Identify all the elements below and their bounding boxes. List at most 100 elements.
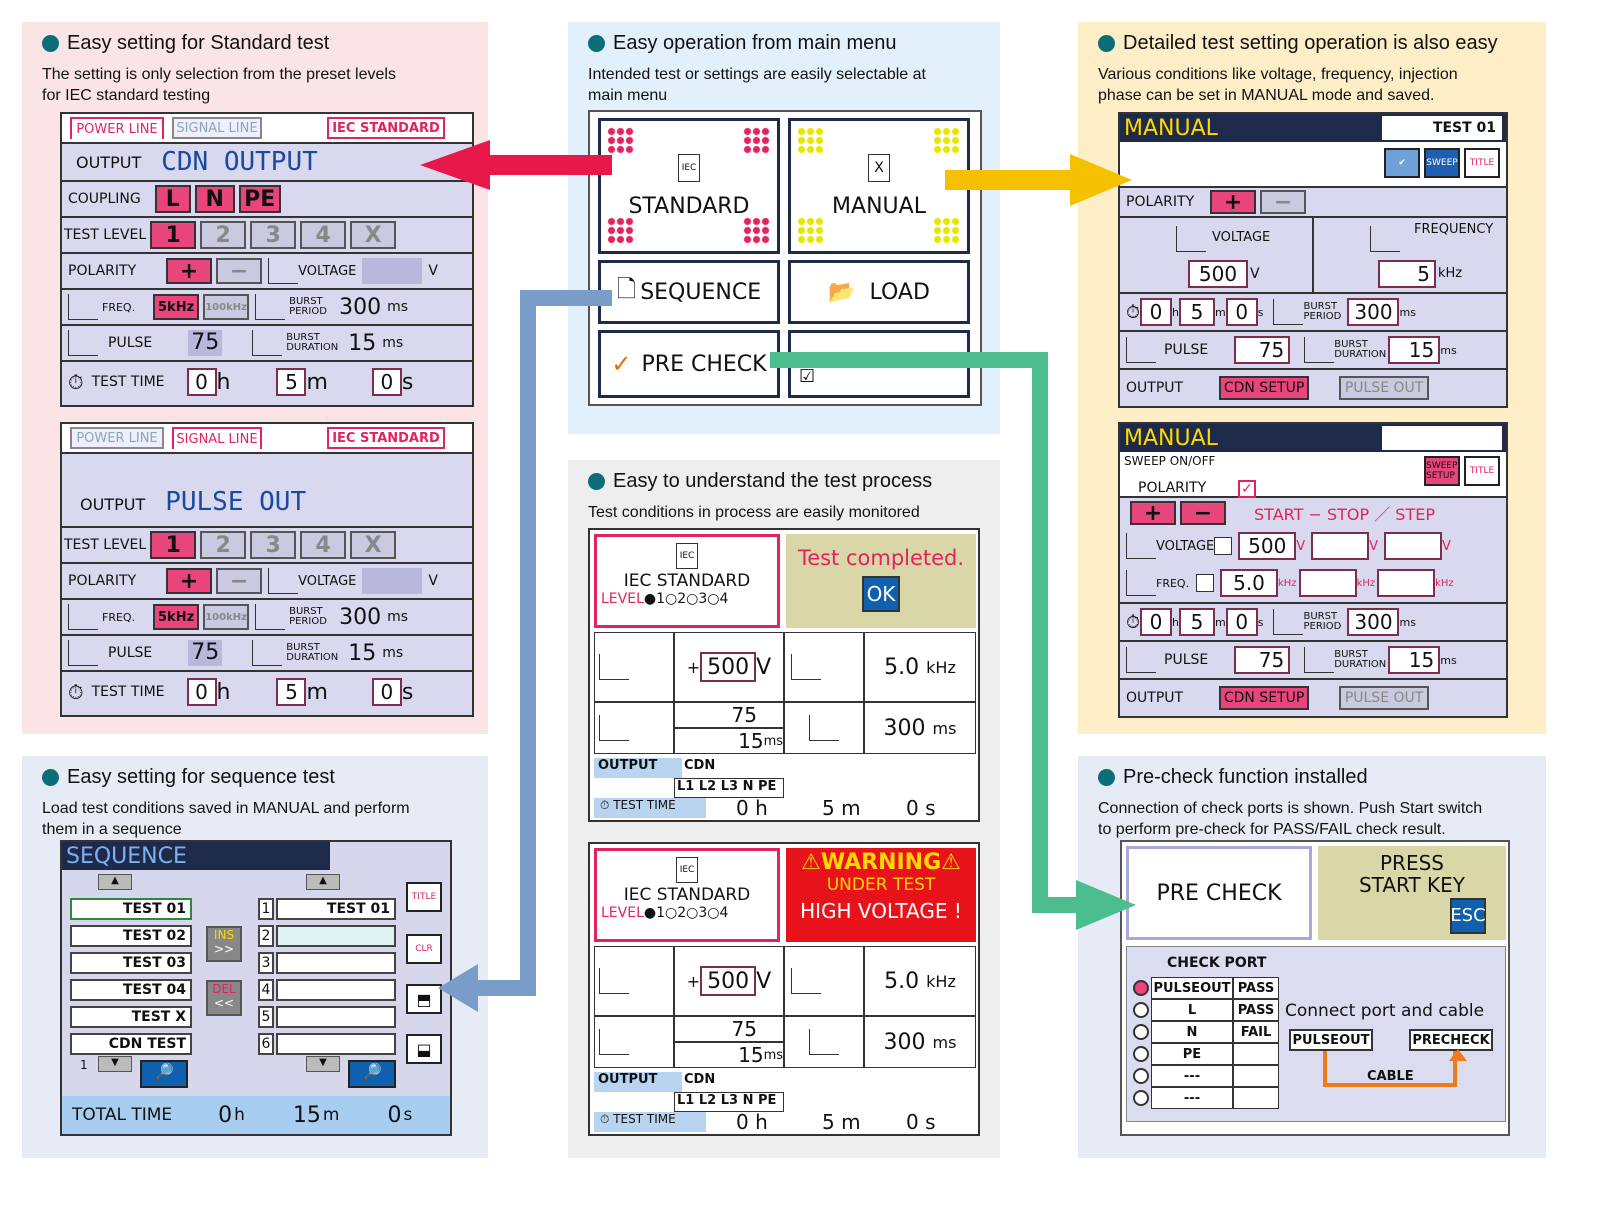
coupling-n-button[interactable]: N bbox=[194, 185, 235, 213]
level-3-button[interactable]: 3 bbox=[250, 531, 297, 559]
polarity-minus-button[interactable]: − bbox=[1180, 501, 1226, 526]
title-button[interactable]: TITLE bbox=[1464, 148, 1500, 178]
hours-field[interactable]: 0 bbox=[1140, 298, 1173, 326]
sequence-test-item[interactable]: TEST 02 bbox=[70, 925, 192, 947]
test-name-field[interactable] bbox=[1382, 426, 1502, 450]
standard-button[interactable]: IEC STANDARD bbox=[598, 118, 780, 254]
load-button[interactable]: 📂LOAD bbox=[788, 260, 970, 324]
move-down-button[interactable]: ⬓ bbox=[406, 1034, 442, 1064]
level-4-button[interactable]: 4 bbox=[300, 221, 347, 249]
polarity-plus-button[interactable]: + bbox=[166, 568, 213, 594]
sequence-test-item[interactable]: TEST 03 bbox=[70, 952, 192, 974]
freq-100khz-button[interactable]: 100kHz bbox=[203, 294, 250, 320]
freq-100khz-button[interactable]: 100kHz bbox=[203, 604, 250, 630]
insert-button[interactable]: INS>> bbox=[206, 926, 242, 962]
seconds-field[interactable]: 0 bbox=[371, 368, 402, 396]
polarity-minus-button[interactable]: − bbox=[216, 568, 263, 594]
minutes-field[interactable]: 5 bbox=[276, 678, 307, 706]
scroll-down-button[interactable]: ▼ bbox=[98, 1056, 132, 1072]
hours-field[interactable]: 0 bbox=[1140, 608, 1173, 636]
sequence-slot[interactable] bbox=[276, 952, 396, 974]
sweep-checkbox[interactable]: ✓ bbox=[1238, 480, 1256, 498]
level-1-button[interactable]: 1 bbox=[150, 221, 197, 249]
voltage-sweep-checkbox[interactable] bbox=[1214, 537, 1233, 555]
sequence-test-item[interactable]: TEST 01 bbox=[70, 898, 192, 920]
coupling-pe-button[interactable]: PE bbox=[238, 185, 281, 213]
sweep-button[interactable]: SWEEP bbox=[1424, 148, 1460, 178]
pulse-out-button[interactable]: PULSE OUT bbox=[1339, 376, 1430, 400]
burst-duration-field[interactable]: 15 bbox=[1388, 336, 1441, 364]
title-button[interactable]: TITLE bbox=[1464, 456, 1500, 486]
level-3-button[interactable]: 3 bbox=[250, 221, 297, 249]
port-radio[interactable] bbox=[1133, 1068, 1149, 1084]
polarity-plus-button[interactable]: + bbox=[1130, 501, 1176, 526]
burst-period-field[interactable]: 300 bbox=[1347, 298, 1400, 326]
minutes-field[interactable]: 5 bbox=[1179, 298, 1216, 326]
level-2-button[interactable]: 2 bbox=[200, 531, 247, 559]
level-1-button[interactable]: 1 bbox=[150, 531, 197, 559]
tab-power-line[interactable]: POWER LINE bbox=[70, 117, 164, 139]
ok-button[interactable]: OK bbox=[862, 576, 900, 612]
start-voltage-field[interactable]: 500 bbox=[1238, 532, 1297, 560]
voltage-field[interactable] bbox=[362, 568, 423, 594]
voltage-field[interactable] bbox=[362, 258, 423, 284]
hours-field[interactable]: 0 bbox=[186, 368, 217, 396]
level-4-button[interactable]: 4 bbox=[300, 531, 347, 559]
level-2-button[interactable]: 2 bbox=[200, 221, 247, 249]
seconds-field[interactable]: 0 bbox=[1225, 298, 1258, 326]
sequence-slot[interactable] bbox=[276, 925, 396, 947]
voltage-field[interactable]: 500 bbox=[1188, 260, 1248, 288]
scroll-up-button[interactable]: ▲ bbox=[306, 874, 340, 890]
move-up-button[interactable]: ⬒ bbox=[406, 984, 442, 1014]
freq-sweep-checkbox[interactable] bbox=[1196, 574, 1214, 592]
stop-freq-field[interactable] bbox=[1298, 569, 1357, 597]
stop-voltage-field[interactable] bbox=[1311, 532, 1370, 560]
polarity-minus-button[interactable]: − bbox=[1260, 190, 1307, 215]
clear-button[interactable]: CLR bbox=[406, 934, 442, 964]
sequence-slot[interactable]: TEST 01 bbox=[276, 898, 396, 920]
sequence-slot[interactable] bbox=[276, 1006, 396, 1028]
port-radio[interactable] bbox=[1133, 1024, 1149, 1040]
polarity-plus-button[interactable]: + bbox=[1210, 190, 1257, 215]
scroll-down-button[interactable]: ▼ bbox=[306, 1056, 340, 1072]
tab-signal-line[interactable]: SIGNAL LINE bbox=[172, 427, 262, 449]
manual-button[interactable]: X MANUAL bbox=[788, 118, 970, 254]
cdn-setup-button[interactable]: CDN SETUP bbox=[1219, 686, 1310, 710]
port-radio[interactable] bbox=[1133, 1002, 1149, 1018]
title-button[interactable]: TITLE bbox=[406, 882, 442, 912]
burst-period-field[interactable]: 300 bbox=[1347, 608, 1400, 636]
sweep-setup-button[interactable]: SWEEP SETUP bbox=[1424, 456, 1460, 486]
freq-5khz-button[interactable]: 5kHz bbox=[153, 294, 200, 320]
search-icon[interactable]: 🔎 bbox=[348, 1060, 396, 1088]
freq-5khz-button[interactable]: 5kHz bbox=[153, 604, 200, 630]
polarity-minus-button[interactable]: − bbox=[216, 258, 263, 284]
scroll-up-button[interactable]: ▲ bbox=[98, 874, 132, 890]
sequence-test-item[interactable]: CDN TEST bbox=[70, 1033, 192, 1055]
cdn-setup-button[interactable]: CDN SETUP bbox=[1219, 376, 1310, 400]
search-icon[interactable]: 🔎 bbox=[140, 1060, 188, 1088]
sequence-test-item[interactable]: TEST 04 bbox=[70, 979, 192, 1001]
delete-button[interactable]: DEL<< bbox=[206, 980, 242, 1016]
burst-duration-field[interactable]: 15 bbox=[1388, 646, 1441, 674]
pulse-out-button[interactable]: PULSE OUT bbox=[1339, 686, 1430, 710]
pulse-field[interactable]: 75 bbox=[1234, 646, 1291, 674]
frequency-field[interactable]: 5 bbox=[1378, 260, 1436, 288]
sequence-button[interactable]: 🗋SEQUENCE bbox=[598, 260, 780, 324]
tab-power-line[interactable]: POWER LINE bbox=[70, 427, 164, 449]
sequence-test-item[interactable]: TEST X bbox=[70, 1006, 192, 1028]
tab-signal-line[interactable]: SIGNAL LINE bbox=[172, 117, 262, 139]
step-freq-field[interactable] bbox=[1377, 569, 1436, 597]
pulse-field[interactable]: 75 bbox=[1234, 336, 1291, 364]
esc-button[interactable]: ESC bbox=[1450, 898, 1486, 934]
port-radio[interactable] bbox=[1133, 980, 1149, 996]
port-radio[interactable] bbox=[1133, 1090, 1149, 1106]
sequence-slot[interactable] bbox=[276, 979, 396, 1001]
minutes-field[interactable]: 5 bbox=[276, 368, 307, 396]
check-icon[interactable]: ✔ bbox=[1384, 148, 1420, 178]
seconds-field[interactable]: 0 bbox=[1225, 608, 1258, 636]
seconds-field[interactable]: 0 bbox=[371, 678, 402, 706]
level-x-button[interactable]: X bbox=[350, 221, 397, 249]
port-radio[interactable] bbox=[1133, 1046, 1149, 1062]
start-freq-field[interactable]: 5.0 bbox=[1220, 569, 1278, 597]
step-voltage-field[interactable] bbox=[1384, 532, 1443, 560]
